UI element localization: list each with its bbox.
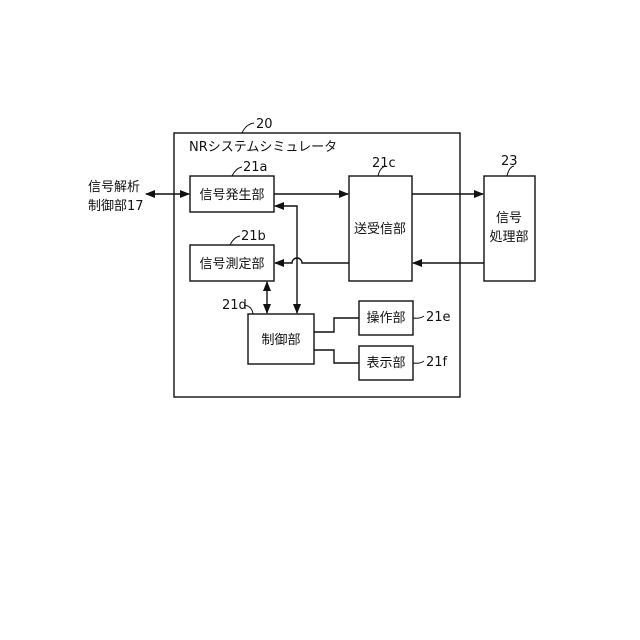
- external-left-line2: 制御部17: [88, 199, 144, 214]
- control-ref: 21d: [222, 298, 247, 313]
- signal-measurement-ref: 21b: [241, 229, 266, 244]
- system-ref-leader: [242, 123, 254, 133]
- signal-measurement-label: 信号測定部: [199, 257, 264, 272]
- signal-generation-label: 信号発生部: [199, 188, 264, 203]
- signal-processing-ref: 23: [501, 154, 518, 169]
- operation-label: 操作部: [366, 310, 405, 326]
- transceiver-ref: 21c: [372, 156, 396, 171]
- display-ref: 21f: [426, 355, 448, 370]
- signal-generation-ref: 21a: [243, 160, 268, 175]
- signal-processing-block: [484, 176, 535, 281]
- control-label: 制御部: [261, 333, 300, 348]
- signal-processing-label-line1: 信号: [496, 211, 522, 226]
- system-name: NRシステムシミュレータ: [189, 140, 337, 155]
- system-ref: 20: [256, 117, 273, 132]
- transceiver-label: 送受信部: [354, 222, 406, 237]
- operation-ref: 21e: [426, 310, 451, 325]
- signal-processing-label-line2: 処理部: [489, 230, 528, 245]
- display-label: 表示部: [366, 356, 405, 371]
- external-left-line1: 信号解析: [88, 180, 140, 195]
